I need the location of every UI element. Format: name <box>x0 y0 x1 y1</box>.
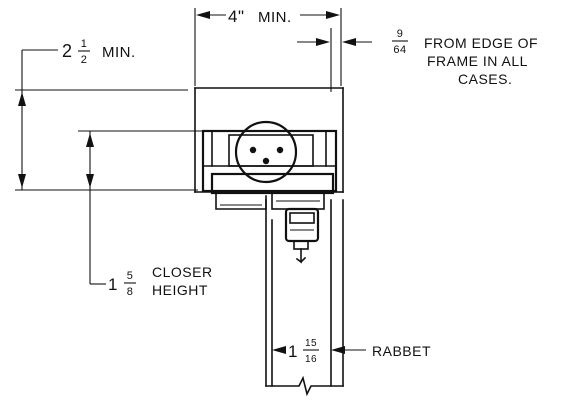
closer-height-numerator: 5 <box>127 270 134 282</box>
offset-min-denominator: 2 <box>81 54 88 66</box>
rabbet-whole: 1 <box>288 342 298 361</box>
width-min-value: 4" <box>228 7 245 26</box>
edge-offset-denominator: 64 <box>393 44 406 56</box>
closer-height-dimension: 1 5 8 CLOSER HEIGHT <box>78 130 213 298</box>
rabbet-denominator: 16 <box>305 354 317 365</box>
pivot-arm-assembly <box>271 192 325 264</box>
edge-offset-dimension: 9 64 FROM EDGE OF FRAME IN ALL CASES. <box>297 28 538 92</box>
closer-height-denominator: 8 <box>127 286 134 298</box>
offset-min-suffix: MIN. <box>102 44 136 61</box>
width-min-dimension: 4" MIN. <box>194 7 342 86</box>
rabbet-numerator: 15 <box>305 338 317 349</box>
closer-height-whole: 1 <box>108 275 118 294</box>
closer-height-line-1: CLOSER <box>152 264 213 280</box>
edge-offset-line-3: CASES. <box>458 71 512 87</box>
width-min-suffix: MIN. <box>258 9 292 26</box>
frame-head <box>194 87 344 193</box>
door-closer-body <box>201 120 338 210</box>
offset-min-dimension: 2 1 2 MIN. <box>15 38 198 191</box>
offset-min-numerator: 1 <box>81 38 88 50</box>
closer-height-line-2: HEIGHT <box>152 282 208 298</box>
rabbet-label: RABBET <box>372 343 431 359</box>
rabbet-dimension: 1 15 16 RABBET <box>272 338 431 365</box>
offset-min-whole: 2 <box>62 41 73 61</box>
edge-offset-numerator: 9 <box>397 28 404 40</box>
edge-offset-line-2: FRAME IN ALL <box>427 53 528 69</box>
door-jamb <box>265 199 344 397</box>
edge-offset-line-1: FROM EDGE OF <box>424 35 538 51</box>
